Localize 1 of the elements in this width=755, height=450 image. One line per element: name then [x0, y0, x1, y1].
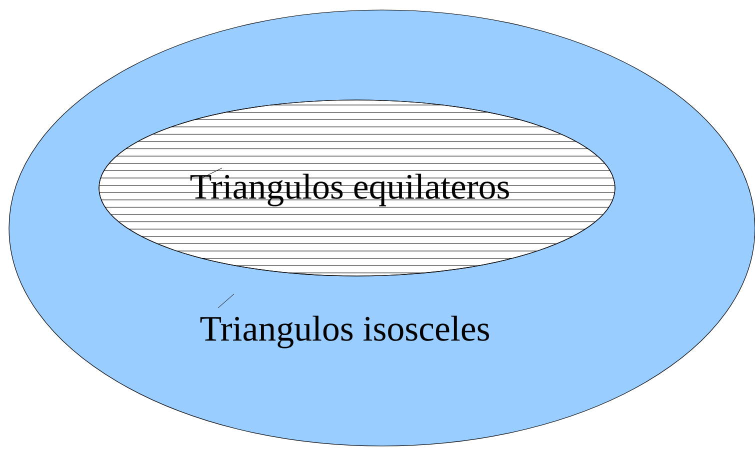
region-label: Triangulos isosceles: [200, 316, 489, 348]
